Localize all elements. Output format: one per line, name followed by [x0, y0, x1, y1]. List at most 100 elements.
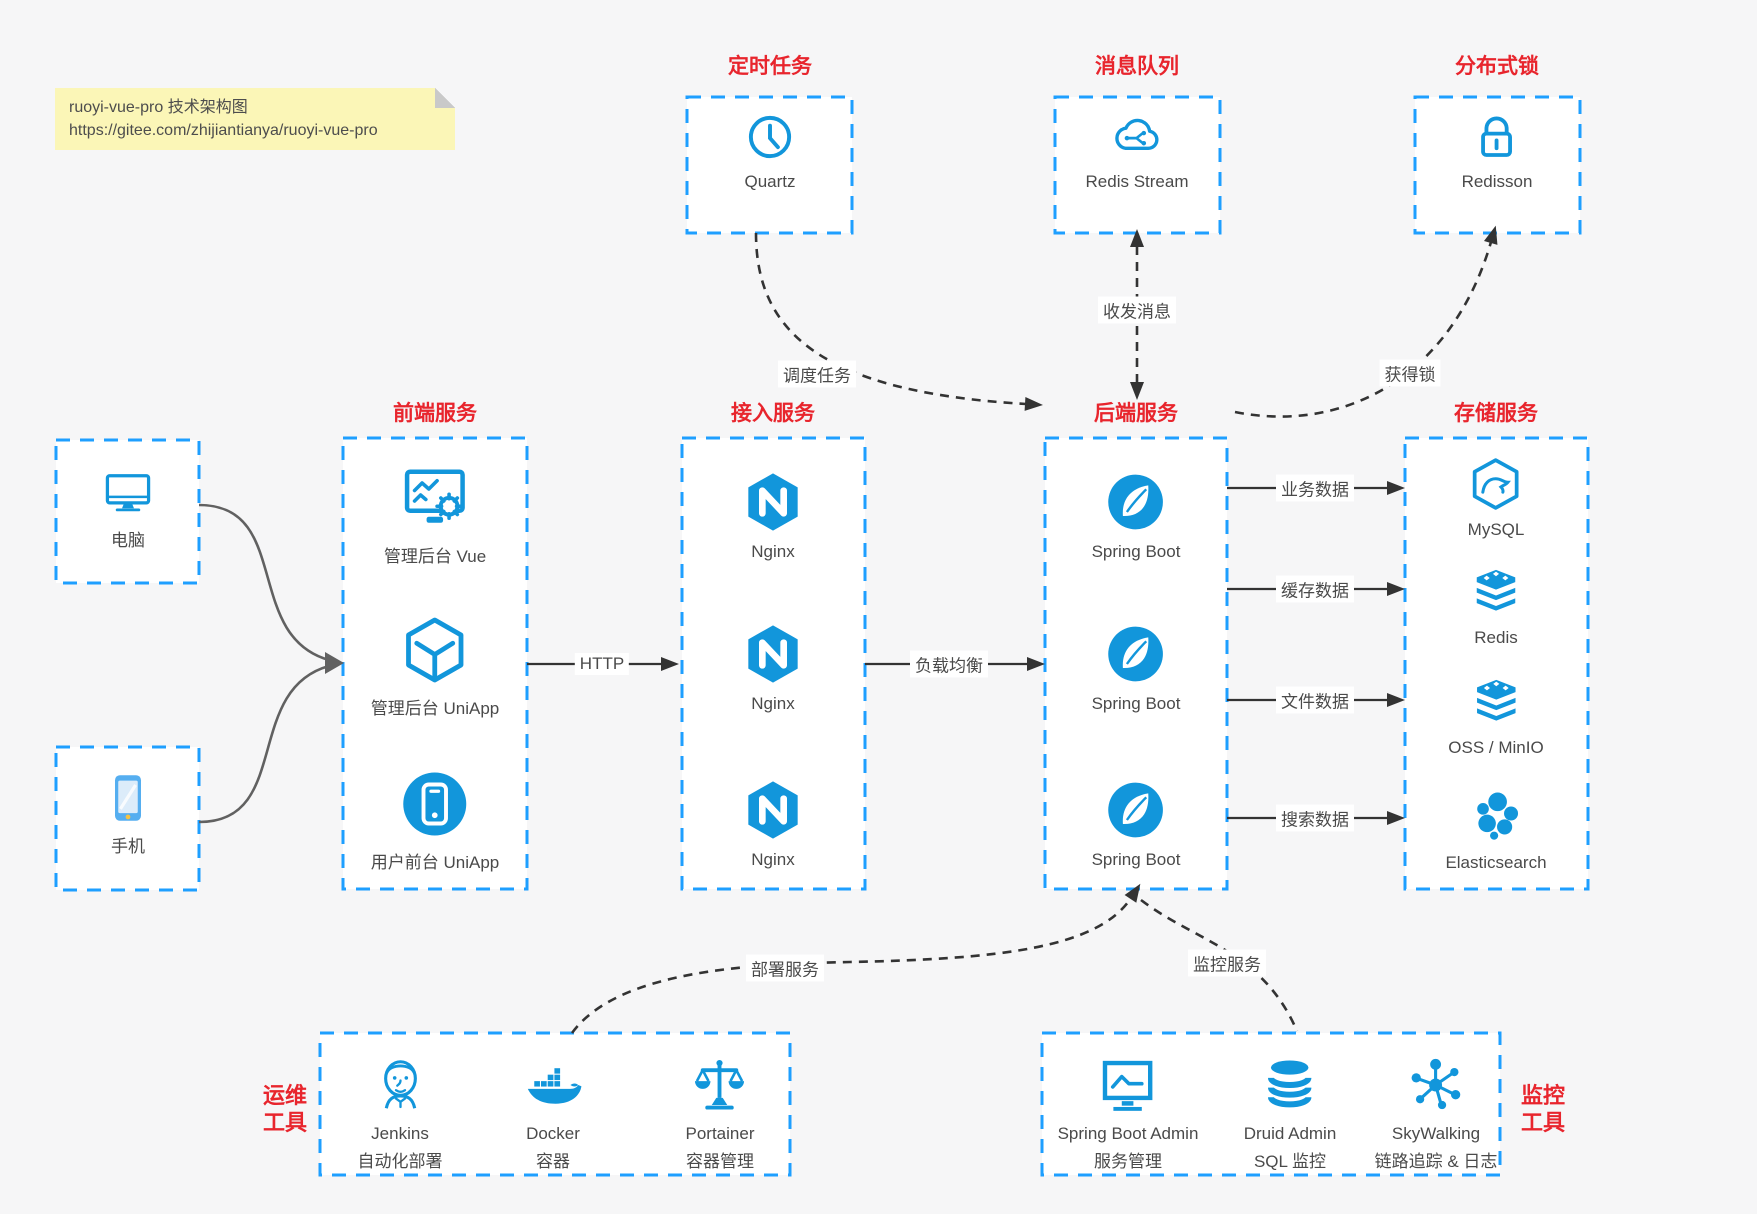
node-label: 用户前台 UniApp [370, 853, 500, 872]
node-label: Docker [526, 1124, 580, 1143]
oss-icon [1476, 679, 1516, 721]
spring-boot-icon [1108, 474, 1164, 530]
edge-label-cache-data: 缓存数据 [1276, 575, 1354, 603]
node-label: SkyWalking [1391, 1124, 1481, 1143]
node-label: Redis [1474, 628, 1518, 647]
clock-icon [748, 115, 792, 159]
node-elasticsearch: Elasticsearch [1445, 789, 1547, 873]
edge-label-schedule: 调度任务 [778, 360, 856, 388]
computer-box [54, 438, 201, 585]
edge-label-file-data: 文件数据 [1276, 686, 1354, 714]
node-label: 电脑 [111, 531, 145, 550]
docker-icon [527, 1068, 582, 1104]
node-quartz: Quartz [743, 110, 797, 192]
node-spring-boot-admin: Spring Boot Admin 服务管理 [1057, 1054, 1199, 1172]
node-oss-minio: OSS / MinIO [1448, 674, 1544, 758]
phone-icon [115, 775, 141, 821]
jenkins-icon [383, 1060, 417, 1109]
mobile-app-icon [403, 772, 467, 836]
druid-icon [1268, 1060, 1312, 1108]
edge-label-http: HTTP [574, 653, 630, 675]
edge-label-acquire-lock: 获得锁 [1379, 359, 1441, 387]
uniapp-cube-icon [406, 617, 464, 683]
node-druid-admin: Druid Admin SQL 监控 [1244, 1054, 1336, 1172]
nginx-icon [748, 781, 798, 839]
node-redis-stream: Redis Stream [1085, 110, 1189, 192]
node-nginx-1: Nginx [741, 470, 805, 562]
node-user-uniapp: 用户前台 UniApp [371, 768, 499, 873]
schedule-task-arrow [754, 232, 1043, 411]
deploy-service-arrow [570, 883, 1141, 1034]
node-label: Spring Boot [1091, 850, 1181, 869]
nginx-icon [748, 625, 798, 683]
node-mysql: MySQL [1467, 456, 1525, 540]
nginx-icon [748, 473, 798, 531]
node-label: Redisson [1461, 172, 1533, 191]
node-spring-boot-1: Spring Boot [1091, 470, 1181, 562]
title-scheduled-tasks: 定时任务 [728, 55, 812, 78]
node-label: Elasticsearch [1445, 853, 1547, 872]
node-label: Nginx [751, 694, 795, 713]
sticky-note: ruoyi-vue-pro 技术架构图 https://gitee.com/zh… [55, 88, 455, 150]
node-sublabel: 容器管理 [685, 1152, 754, 1171]
edge-label-monitor: 监控服务 [1188, 949, 1266, 977]
node-admin-uniapp: 管理后台 UniApp [371, 614, 499, 719]
title-backend: 后端服务 [1094, 402, 1178, 425]
node-docker: Docker 容器 [522, 1054, 584, 1172]
node-nginx-3: Nginx [741, 778, 805, 870]
elasticsearch-icon [1476, 792, 1518, 840]
node-redisson: Redisson [1461, 110, 1533, 192]
acquire-lock-arrow [1234, 225, 1498, 418]
cloud-stream-icon [1115, 118, 1159, 150]
node-label: OSS / MinIO [1448, 738, 1544, 757]
desktop-icon [105, 474, 151, 512]
node-sublabel: 链路追踪 & 日志 [1374, 1152, 1498, 1171]
title-message-queue: 消息队列 [1095, 55, 1179, 78]
node-label: 管理后台 UniApp [370, 699, 500, 718]
title-frontend: 前端服务 [393, 402, 477, 425]
lock-icon [1481, 116, 1513, 157]
computer-to-frontend-curve [198, 503, 330, 662]
node-admin-vue: 管理后台 Vue [384, 462, 486, 567]
title-gateway: 接入服务 [731, 402, 815, 425]
node-nginx-2: Nginx [741, 622, 805, 714]
spring-boot-icon [1108, 626, 1164, 682]
node-label: Jenkins [371, 1124, 429, 1143]
edge-label-business-data: 业务数据 [1276, 474, 1354, 502]
node-label: Spring Boot [1091, 542, 1181, 561]
node-spring-boot-3: Spring Boot [1091, 778, 1181, 870]
node-sublabel: 服务管理 [1094, 1152, 1162, 1171]
node-sublabel: 自动化部署 [357, 1152, 443, 1171]
node-label: Portainer [685, 1124, 755, 1143]
spring-boot-icon [1108, 782, 1164, 838]
node-label: Spring Boot [1091, 694, 1181, 713]
edge-label-load-balance: 负载均衡 [910, 650, 988, 678]
mysql-icon [1473, 458, 1519, 510]
storage-box [1403, 436, 1590, 891]
node-label: Redis Stream [1085, 172, 1189, 191]
spring-boot-admin-icon [1103, 1060, 1153, 1111]
title-ops-tools: 运维 工具 [262, 1083, 308, 1135]
node-jenkins: Jenkins 自动化部署 [358, 1054, 443, 1172]
admin-vue-icon [405, 469, 465, 523]
note-fold-corner [435, 88, 455, 108]
node-label: Spring Boot Admin [1057, 1124, 1199, 1143]
title-storage: 存储服务 [1454, 402, 1538, 425]
portainer-icon [695, 1059, 745, 1110]
monitor-tools-box [1040, 1031, 1502, 1177]
node-label: Quartz [744, 172, 796, 191]
ops-tools-box [318, 1031, 792, 1177]
node-skywalking: SkyWalking 链路追踪 & 日志 [1374, 1054, 1498, 1172]
node-label: Nginx [751, 542, 795, 561]
node-label: MySQL [1467, 520, 1525, 539]
phone-to-frontend-curve [198, 664, 330, 824]
redis-icon [1476, 569, 1516, 611]
edge-label-deploy: 部署服务 [746, 954, 824, 982]
note-title: ruoyi-vue-pro 技术架构图 [69, 99, 248, 116]
node-label: Nginx [751, 850, 795, 869]
frontend-arrowhead [325, 652, 344, 674]
skywalking-icon [1411, 1058, 1461, 1110]
node-label: 手机 [111, 837, 145, 856]
title-distributed-lock: 分布式锁 [1455, 55, 1539, 78]
node-phone: 手机 [102, 772, 154, 857]
